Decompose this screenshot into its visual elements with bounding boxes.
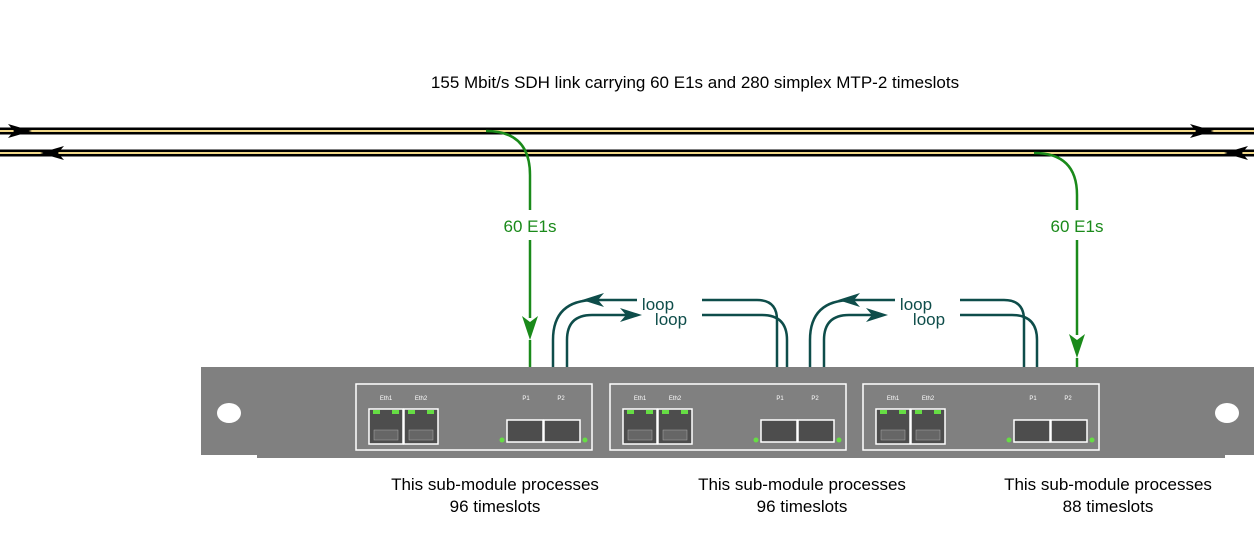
loop-2-label-top: loop bbox=[900, 295, 932, 314]
caption-line-1: This sub-module processes bbox=[698, 475, 906, 494]
status-led bbox=[753, 437, 759, 443]
p1-port[interactable] bbox=[1013, 419, 1051, 443]
caption-line-2: 96 timeslots bbox=[450, 497, 541, 516]
loop-2: loop loop bbox=[808, 293, 1039, 422]
caption-line-2: 96 timeslots bbox=[757, 497, 848, 516]
eth2-label: Eth2 bbox=[669, 396, 682, 402]
caption-line-1: This sub-module processes bbox=[391, 475, 599, 494]
upper-fiber-arrow-right bbox=[1190, 124, 1214, 138]
eth1-port[interactable] bbox=[368, 408, 404, 445]
eth2-port[interactable] bbox=[657, 408, 693, 445]
status-led bbox=[499, 437, 505, 443]
sub-module-2: Eth1 Eth2 P1 P2 bbox=[609, 383, 847, 451]
lower-fiber-arrow-left bbox=[40, 146, 64, 160]
status-led bbox=[1006, 437, 1012, 443]
eth2-port[interactable] bbox=[403, 408, 439, 445]
left-e1-drop: 60 E1s bbox=[485, 129, 557, 420]
loop-2-label-bottom: loop bbox=[913, 310, 945, 329]
status-led bbox=[1089, 437, 1095, 443]
p2-port[interactable] bbox=[797, 419, 835, 443]
loop-1-upper-arrow bbox=[582, 293, 604, 307]
sub-module-3: Eth1 Eth2 P1 P2 bbox=[862, 383, 1100, 451]
p2-label: P2 bbox=[811, 396, 819, 402]
right-e1-label: 60 E1s bbox=[1051, 217, 1104, 236]
eth1-port[interactable] bbox=[875, 408, 911, 445]
module-3-caption: This sub-module processes 88 timeslots bbox=[1004, 475, 1212, 516]
status-led bbox=[582, 437, 588, 443]
status-led bbox=[836, 437, 842, 443]
module-1-caption: This sub-module processes 96 timeslots bbox=[391, 475, 599, 516]
eth2-label: Eth2 bbox=[922, 396, 935, 402]
link-title: 155 Mbit/s SDH link carrying 60 E1s and … bbox=[431, 73, 959, 92]
upper-fiber bbox=[0, 124, 1254, 138]
lower-fiber bbox=[0, 146, 1254, 160]
eth1-label: Eth1 bbox=[380, 396, 393, 402]
rack-chassis bbox=[201, 367, 1254, 458]
loop-1-lower-arrow bbox=[620, 308, 642, 322]
p1-label: P1 bbox=[776, 396, 784, 402]
eth1-port[interactable] bbox=[622, 408, 658, 445]
p1-port[interactable] bbox=[506, 419, 544, 443]
module-2-caption: This sub-module processes 96 timeslots bbox=[698, 475, 906, 516]
p2-port[interactable] bbox=[1050, 419, 1088, 443]
upper-fiber-arrow-left bbox=[8, 124, 32, 138]
p1-label: P1 bbox=[522, 396, 530, 402]
p1-label: P1 bbox=[1029, 396, 1037, 402]
p1-port[interactable] bbox=[760, 419, 798, 443]
eth2-port[interactable] bbox=[910, 408, 946, 445]
lower-fiber-arrow-right bbox=[1224, 146, 1248, 160]
rack-mount-hole-left bbox=[217, 403, 241, 423]
left-e1-arrowhead bbox=[522, 316, 538, 340]
rack-mount-hole-right bbox=[1215, 403, 1239, 423]
loop-2-upper-arrow bbox=[838, 293, 860, 307]
caption-line-1: This sub-module processes bbox=[1004, 475, 1212, 494]
p2-port[interactable] bbox=[543, 419, 581, 443]
loop-2-lower-arrow bbox=[866, 308, 888, 322]
eth1-label: Eth1 bbox=[887, 396, 900, 402]
loop-1-label-top: loop bbox=[642, 295, 674, 314]
right-e1-arrowhead bbox=[1069, 334, 1085, 358]
p2-label: P2 bbox=[557, 396, 565, 402]
left-e1-label: 60 E1s bbox=[504, 217, 557, 236]
eth2-label: Eth2 bbox=[415, 396, 428, 402]
caption-line-2: 88 timeslots bbox=[1063, 497, 1154, 516]
sub-module-1: Eth1 Eth2 P1 P2 bbox=[355, 383, 593, 451]
loop-1-label-bottom: loop bbox=[655, 310, 687, 329]
p2-label: P2 bbox=[1064, 396, 1072, 402]
eth1-label: Eth1 bbox=[634, 396, 647, 402]
loop-1: loop loop bbox=[551, 293, 789, 422]
